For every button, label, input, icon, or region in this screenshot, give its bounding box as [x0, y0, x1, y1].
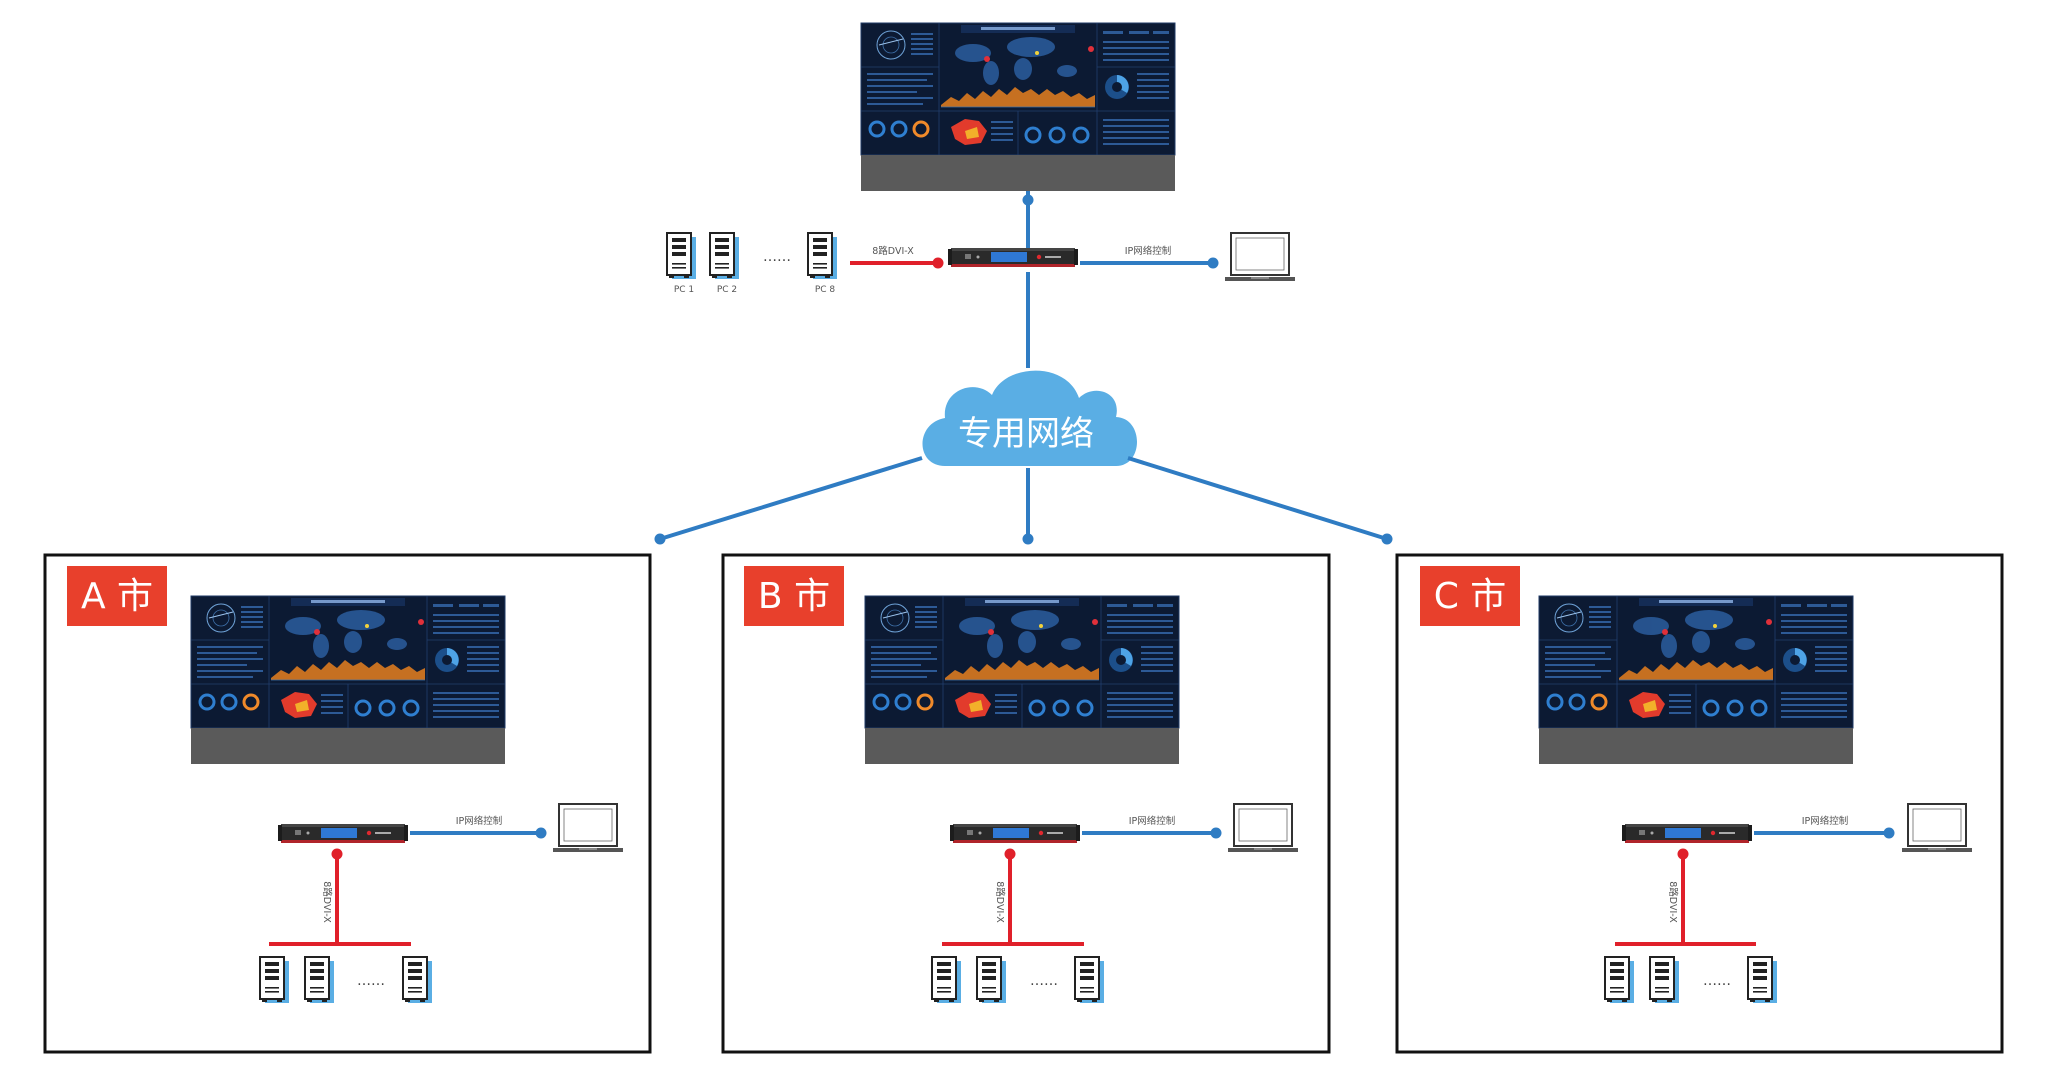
site-c: C 市 IP网络控制 8路DVI-X …… — [1395, 553, 2004, 1054]
wan-link-c — [1127, 456, 1388, 541]
site-a-processor — [278, 824, 408, 843]
site-b: B 市 IP网络控制 8路DVI-X …… — [721, 553, 1331, 1054]
site-a-pc-2 — [304, 956, 335, 1004]
site-a-pc-8 — [402, 956, 433, 1004]
site-b-pc-8 — [1074, 956, 1105, 1004]
center-dvi-label: 8路DVI-X — [872, 245, 914, 257]
site-a: A 市 IP网络控制 8路DVI-X …… — [43, 553, 652, 1054]
site-b-dvi-label: 8路DVI-X — [994, 881, 1006, 923]
wan-links — [654, 456, 1393, 545]
site-b-laptop — [1227, 803, 1299, 853]
wan-link-c-node — [1381, 533, 1393, 545]
site-b-name: B 市 — [758, 576, 830, 617]
site-b-ip-link-node — [1210, 827, 1222, 839]
site-c-pc-1 — [1604, 956, 1635, 1004]
site-c-pc-ellipsis: …… — [1703, 973, 1731, 989]
site-a-name: A 市 — [81, 576, 153, 617]
cloud-icon — [922, 370, 1137, 466]
center-pc-ellipsis: …… — [763, 249, 791, 265]
center-pc-8-label: PC 8 — [815, 285, 836, 295]
site-c-ip-label: IP网络控制 — [1802, 815, 1849, 827]
center-pc-1 — [666, 232, 697, 280]
site-c-frame — [1395, 553, 2004, 1054]
center-processor — [948, 248, 1078, 267]
wan-link-b-node — [1022, 533, 1034, 545]
center-site: PC 1 PC 2 PC 8 …… 8路DVI-X IP网络控制 — [666, 23, 1296, 368]
site-b-dvi-link-node — [1004, 848, 1016, 860]
site-a-frame — [43, 553, 652, 1054]
center-pc-1-label: PC 1 — [674, 285, 694, 295]
site-a-pc-ellipsis: …… — [357, 973, 385, 989]
center-ip-link-node — [1207, 257, 1219, 269]
center-dvi-link-node — [932, 257, 944, 269]
cloud-label: 专用网络 — [958, 414, 1094, 454]
center-laptop — [1224, 232, 1296, 282]
site-b-pc-2 — [976, 956, 1007, 1004]
center-video-wall — [861, 23, 1175, 191]
center-ip-label: IP网络控制 — [1125, 245, 1172, 257]
site-b-ip-label: IP网络控制 — [1129, 815, 1176, 827]
center-pc-2 — [709, 232, 740, 280]
site-b-video-wall — [865, 596, 1179, 764]
site-b-frame — [721, 553, 1331, 1054]
site-b-pc-ellipsis: …… — [1030, 973, 1058, 989]
site-a-dvi-label: 8路DVI-X — [321, 881, 333, 923]
site-a-video-wall — [191, 596, 505, 764]
wan-link-a-node — [654, 533, 666, 545]
site-a-ip-label: IP网络控制 — [456, 815, 503, 827]
site-c-pc-8 — [1747, 956, 1778, 1004]
site-b-processor — [950, 824, 1080, 843]
center-wall-link-node — [1022, 194, 1034, 206]
site-a-pc-1 — [259, 956, 290, 1004]
site-c-dvi-label: 8路DVI-X — [1667, 881, 1679, 923]
site-c-name: C 市 — [1434, 576, 1507, 617]
site-b-pc-1 — [931, 956, 962, 1004]
site-a-dvi-link-node — [331, 848, 343, 860]
site-c-video-wall — [1539, 596, 1853, 764]
center-pc-8 — [807, 232, 838, 280]
site-c-laptop — [1901, 803, 1973, 853]
site-c-badge — [1420, 566, 1520, 626]
site-b-badge — [744, 566, 844, 626]
private-network-cloud: 专用网络 — [922, 370, 1137, 466]
site-c-dvi-link-node — [1677, 848, 1689, 860]
site-a-laptop — [552, 803, 624, 853]
site-c-ip-link-node — [1883, 827, 1895, 839]
site-c-pc-2 — [1649, 956, 1680, 1004]
site-c-processor — [1622, 824, 1752, 843]
center-pc-2-label: PC 2 — [717, 285, 737, 295]
site-a-ip-link-node — [535, 827, 547, 839]
site-a-badge — [67, 566, 167, 626]
wan-link-a — [659, 456, 923, 541]
